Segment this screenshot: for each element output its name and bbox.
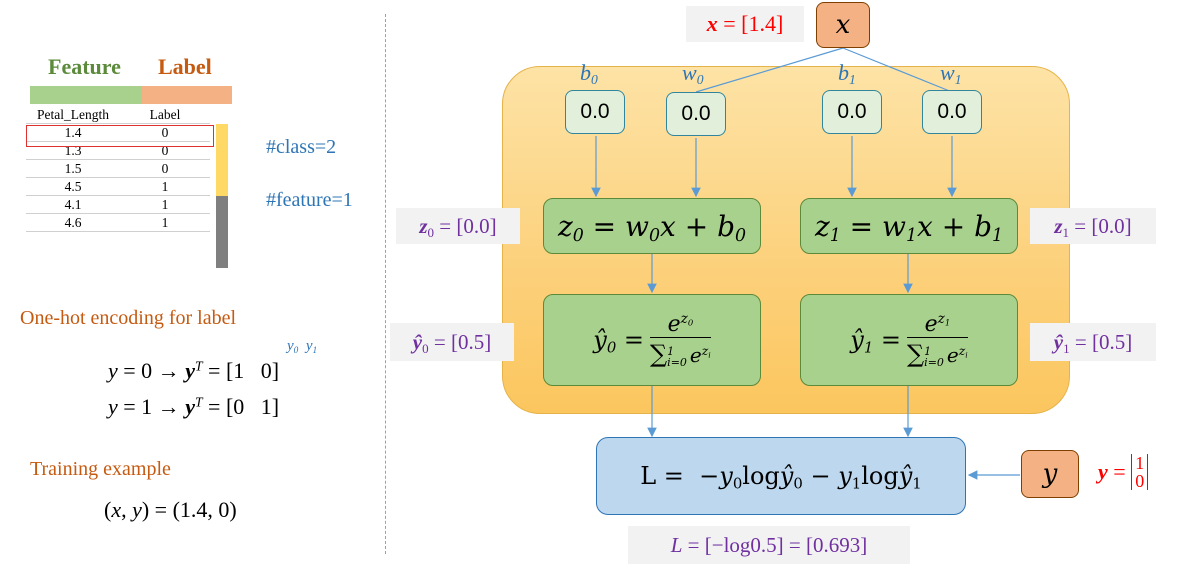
cell: 0 (120, 123, 210, 142)
param-label-b1: b1 (838, 60, 856, 88)
z0-node: z0 = w0x + b0 (543, 198, 761, 254)
param-label-b0: b0 (580, 60, 598, 88)
x-input-node: x (816, 2, 870, 48)
wire-x-w0 (695, 47, 844, 93)
cell: 0 (120, 159, 210, 178)
param-b1: 0.0 (822, 90, 882, 134)
onehot-column-header: y0 y1 (287, 338, 317, 355)
label-color-bar (142, 86, 232, 104)
onehot-eq-y0: y = 0 → yT = [1 0] (108, 358, 280, 383)
training-title: Training example (30, 458, 171, 480)
param-label-w1: w1 (940, 60, 962, 88)
section-divider (385, 14, 386, 554)
onehot-col-y1: y1 (305, 338, 318, 356)
x-value-box: x = [1.4] (686, 6, 804, 42)
col-header: Petal_Length (26, 106, 120, 124)
y-label-node: y (1021, 450, 1079, 498)
col-header: Label (120, 106, 210, 124)
onehot-title: One-hot encoding for label (20, 307, 237, 329)
z1-node: z1 = w1x + b1 (800, 198, 1018, 254)
param-w0: 0.0 (666, 92, 726, 136)
wire-x-w1 (842, 47, 953, 93)
feature-color-bar (30, 86, 142, 104)
cell: 1 (120, 195, 210, 214)
yhat1-value-box: ŷ1 = [0.5] (1030, 323, 1156, 361)
feature-header: Feature (48, 54, 121, 79)
loss-node: L = −y0logŷ0 − y1logŷ1 (596, 437, 966, 515)
label-header: Label (158, 54, 212, 79)
cell: 4.1 (26, 195, 120, 214)
table-header-row: Petal_Length Label (26, 106, 210, 124)
training-equation: (x, y) = (1.4, 0) (104, 497, 237, 522)
z0-value-box: z0 = [0.0] (396, 208, 520, 244)
class1-marker (216, 196, 228, 268)
class0-marker (216, 124, 228, 196)
param-label-w0: w0 (682, 60, 704, 88)
param-w1: 0.0 (922, 90, 982, 134)
cell: 4.5 (26, 177, 120, 196)
yhat0-value-box: ŷ0 = [0.5] (390, 323, 514, 361)
loss-value-box: L = [−log0.5] = [0.693] (628, 526, 910, 564)
selected-row-highlight (26, 125, 214, 147)
cell: 1.4 (26, 123, 120, 142)
cell: 1 (120, 213, 210, 232)
feature-count-label: #feature=1 (266, 189, 353, 211)
param-b0: 0.0 (565, 90, 625, 134)
cell: 1.5 (26, 159, 120, 178)
z1-value-box: z1 = [0.0] (1030, 208, 1156, 244)
onehot-col-y0: y0 (287, 338, 299, 356)
class-count-label: #class=2 (266, 136, 337, 158)
cell: 4.6 (26, 213, 120, 232)
table-fade (20, 268, 240, 276)
onehot-eq-y1: y = 1 → yT = [0 1] (108, 394, 280, 419)
cell: 1 (120, 177, 210, 196)
